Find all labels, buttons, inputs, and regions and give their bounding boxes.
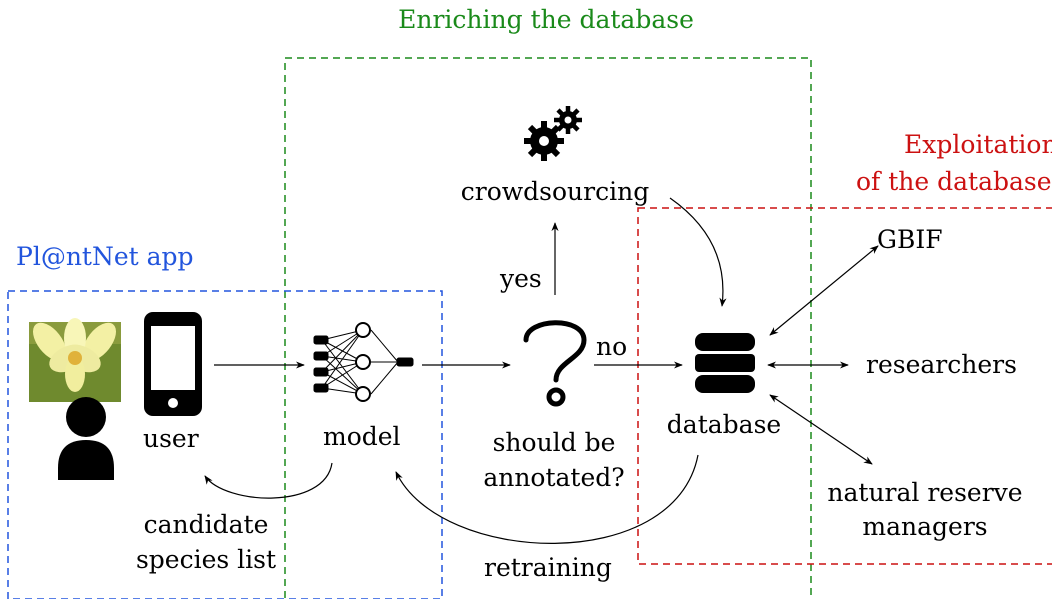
enriching-section-title: Enriching the database: [398, 5, 694, 34]
smartphone-icon: [144, 312, 202, 416]
edge-database-managers: [769, 394, 873, 465]
edge-database-gbif: [769, 245, 879, 336]
candidate-label-line1: candidate: [143, 510, 269, 539]
question-label-line1: should be: [492, 428, 616, 457]
gbif-label: GBIF: [877, 225, 943, 254]
no-label: no: [596, 332, 628, 361]
researchers-label: researchers: [866, 350, 1017, 379]
question-label-line2: annotated?: [483, 463, 625, 492]
flower-photo: [29, 318, 121, 402]
enriching-section-box: [284, 57, 812, 599]
app-section-box: [7, 290, 443, 599]
candidate-label-line2: species list: [135, 545, 277, 574]
database-label: database: [666, 410, 782, 439]
database-icon: [695, 333, 755, 393]
managers-label-line1: natural reserve: [827, 478, 1023, 507]
app-section-title: Pl@ntNet app: [16, 242, 194, 271]
exploitation-section-box: [637, 207, 1052, 565]
yes-label: yes: [500, 264, 542, 293]
edge-retraining: [395, 454, 699, 544]
question-mark-icon: [523, 320, 587, 407]
edge-crowdsourcing-to-database: [669, 197, 727, 307]
managers-label-line2: managers: [862, 512, 988, 541]
edge-model-to-user: [204, 462, 333, 499]
neural-network-icon: [313, 322, 414, 402]
gears-icon: [524, 106, 582, 161]
model-label: model: [323, 422, 401, 451]
exploitation-section-title-line1: Exploitation: [904, 130, 1052, 159]
crowdsourcing-label: crowdsourcing: [460, 177, 650, 206]
retraining-label: retraining: [484, 553, 612, 582]
person-icon: [58, 397, 114, 480]
user-label: user: [143, 424, 199, 453]
exploitation-section-title-line2: of the database: [856, 167, 1052, 196]
